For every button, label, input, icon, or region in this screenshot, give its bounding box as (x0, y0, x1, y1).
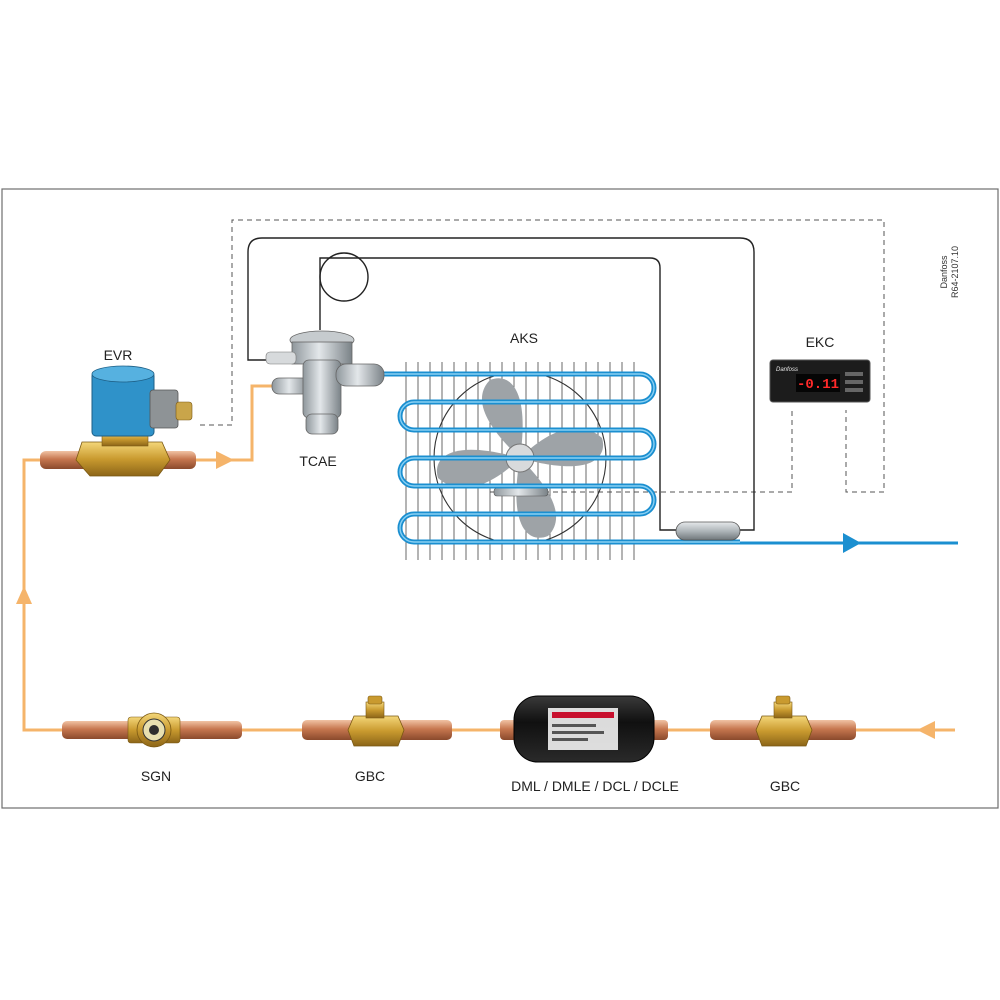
flow-arrow-left (917, 721, 935, 739)
label-filter: DML / DMLE / DCL / DCLE (511, 778, 679, 794)
reference-code: Danfoss R64-2107.10 (939, 246, 960, 298)
flow-arrow-suction (843, 533, 861, 553)
label-aks: AKS (510, 330, 538, 346)
ekc-controller: -0.11 Danfoss (769, 359, 871, 403)
filter-drier (500, 695, 668, 763)
ekc-brand-logo: Danfoss (776, 367, 798, 373)
aks-sensor (675, 521, 741, 541)
capillary-tube-inner (319, 257, 676, 531)
liquid-line (22, 458, 955, 732)
label-sgn: SGN (141, 768, 171, 784)
capillary-tube-outer (247, 237, 755, 531)
tcae-valve (265, 330, 385, 435)
flow-arrow-up (16, 586, 32, 604)
label-ekc: EKC (806, 334, 835, 350)
gbc-right-valve (710, 695, 856, 747)
sgn-sight-glass (62, 712, 242, 748)
label-gbc-right: GBC (770, 778, 800, 794)
dashed-wire-top (200, 219, 885, 493)
dashed-wire-sensor (490, 410, 793, 493)
reference-number: R64-2107.10 (950, 246, 960, 298)
gbc-left-valve (302, 695, 452, 747)
liquid-line-to-tcae (196, 384, 272, 462)
ekc-display: -0.11 (797, 377, 839, 393)
evr-valve (40, 365, 196, 477)
label-gbc-left: GBC (355, 768, 385, 784)
label-tcae: TCAE (299, 453, 336, 469)
flow-arrow-right (216, 451, 234, 469)
capillary-coil (319, 252, 369, 302)
reference-brand: Danfoss (939, 255, 949, 289)
diagram-frame (1, 188, 999, 809)
label-evr: EVR (104, 347, 133, 363)
